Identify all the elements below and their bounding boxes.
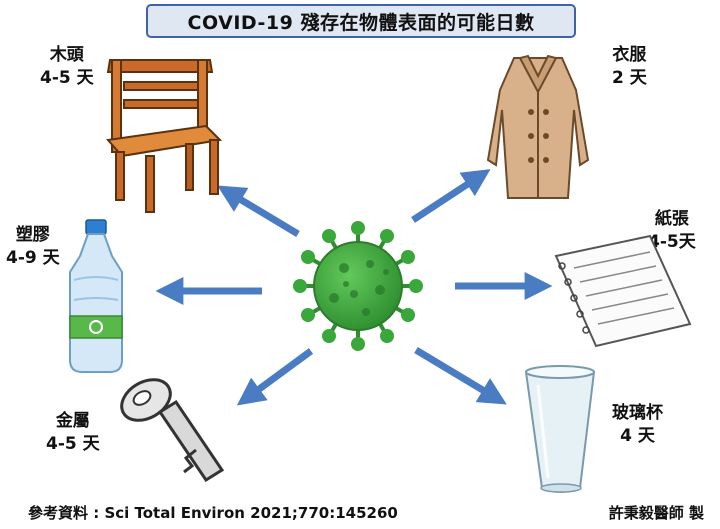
metal-label: 金屬 4-5 天 <box>46 410 100 456</box>
metal-name: 金屬 <box>55 411 90 431</box>
arrow-to-metal <box>236 348 314 406</box>
arrow-to-wood <box>217 185 300 238</box>
clothes-days: 2 天 <box>612 68 647 88</box>
arrow-to-clothes <box>411 169 491 223</box>
wooden-chair-icon <box>106 59 223 213</box>
plastic-bottle-icon <box>69 219 123 373</box>
clothes-name: 衣服 <box>612 45 647 65</box>
paper-name: 紙張 <box>654 209 689 229</box>
paper-days: 4-5天 <box>648 232 696 252</box>
coat-icon <box>486 54 590 199</box>
plastic-name: 塑膠 <box>15 225 50 245</box>
glass-name: 玻璃杯 <box>612 403 663 423</box>
plastic-label: 塑膠 4-9 天 <box>6 224 60 270</box>
clothes-label: 衣服 2 天 <box>612 44 647 90</box>
paper-label: 紙張 4-5天 <box>648 208 696 254</box>
key-icon <box>120 378 225 483</box>
wood-name: 木頭 <box>49 45 84 65</box>
diagram-title: COVID-19 殘存在物體表面的可能日數 <box>146 4 576 38</box>
arrow-to-glass <box>414 346 507 405</box>
wood-days: 4-5 天 <box>40 68 94 88</box>
metal-days: 4-5 天 <box>46 434 100 454</box>
virus-icon <box>293 221 423 351</box>
glass-cup-icon <box>524 365 596 493</box>
glass-days: 4 天 <box>620 426 655 446</box>
arrows <box>155 169 553 406</box>
source-reference: 參考資料 : Sci Total Environ 2021;770:145260 <box>28 504 398 522</box>
author-credit: 許秉毅醫師 製 <box>608 504 704 522</box>
plastic-days: 4-9 天 <box>6 248 60 268</box>
paper-sheet-icon <box>554 234 692 348</box>
glass-label: 玻璃杯 4 天 <box>612 402 663 448</box>
wood-label: 木頭 4-5 天 <box>40 44 94 90</box>
